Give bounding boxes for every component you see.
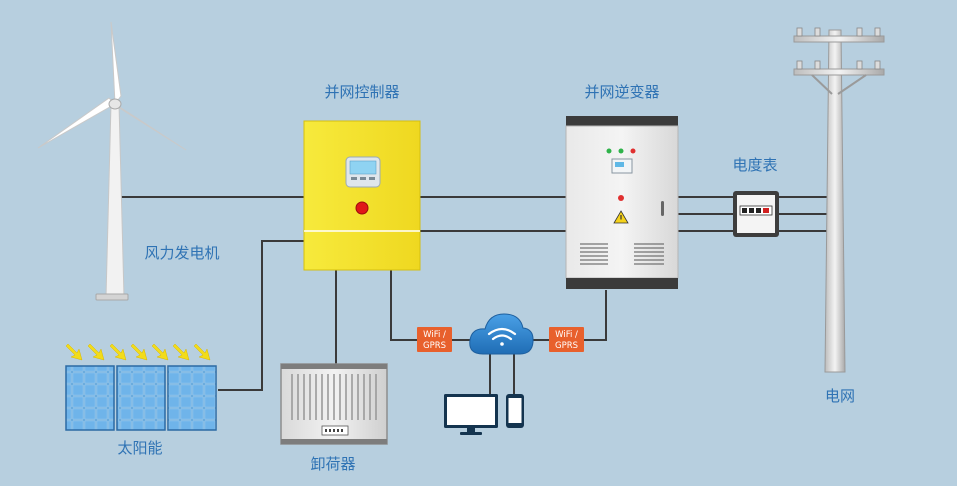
wifi-gprs-tag-right: WiFi / GPRS <box>549 327 584 352</box>
label-solar: 太阳能 <box>117 439 162 457</box>
label-grid: 电网 <box>825 387 855 405</box>
phone-icon <box>506 394 524 428</box>
utility-pole-icon <box>793 27 885 373</box>
tag-right-line1: WiFi / <box>555 330 578 340</box>
tag-right-line2: GPRS <box>555 341 578 351</box>
tag-left-line2: GPRS <box>423 341 446 351</box>
label-grid-controller: 并网控制器 <box>324 83 399 101</box>
tag-left-line1: WiFi / <box>423 330 446 340</box>
wind-turbine-icon <box>37 21 187 301</box>
sun-ray-icon <box>65 343 211 361</box>
grid-inverter-unit <box>565 116 679 289</box>
label-meter: 电度表 <box>732 156 777 174</box>
energy-meter-unit <box>733 191 779 237</box>
wifi-gprs-tag-left: WiFi / GPRS <box>417 327 452 352</box>
wire-inverter-wifi <box>582 290 607 341</box>
wire-controller-wifi <box>390 270 418 341</box>
wiring <box>117 196 833 394</box>
dump-load-unit <box>280 363 388 445</box>
label-dump-load: 卸荷器 <box>310 455 355 473</box>
controller-indicator-icon <box>355 201 369 215</box>
cloud-icon <box>469 313 534 355</box>
warning-icon <box>613 210 629 224</box>
solar-panel-icon <box>65 365 217 431</box>
wire-solar-controller <box>218 240 304 391</box>
grid-controller-unit <box>303 120 421 271</box>
wifi-icon <box>487 327 517 346</box>
monitor-icon <box>444 394 498 435</box>
label-wind-turbine: 风力发电机 <box>144 244 219 262</box>
label-grid-inverter: 并网逆变器 <box>584 83 659 101</box>
